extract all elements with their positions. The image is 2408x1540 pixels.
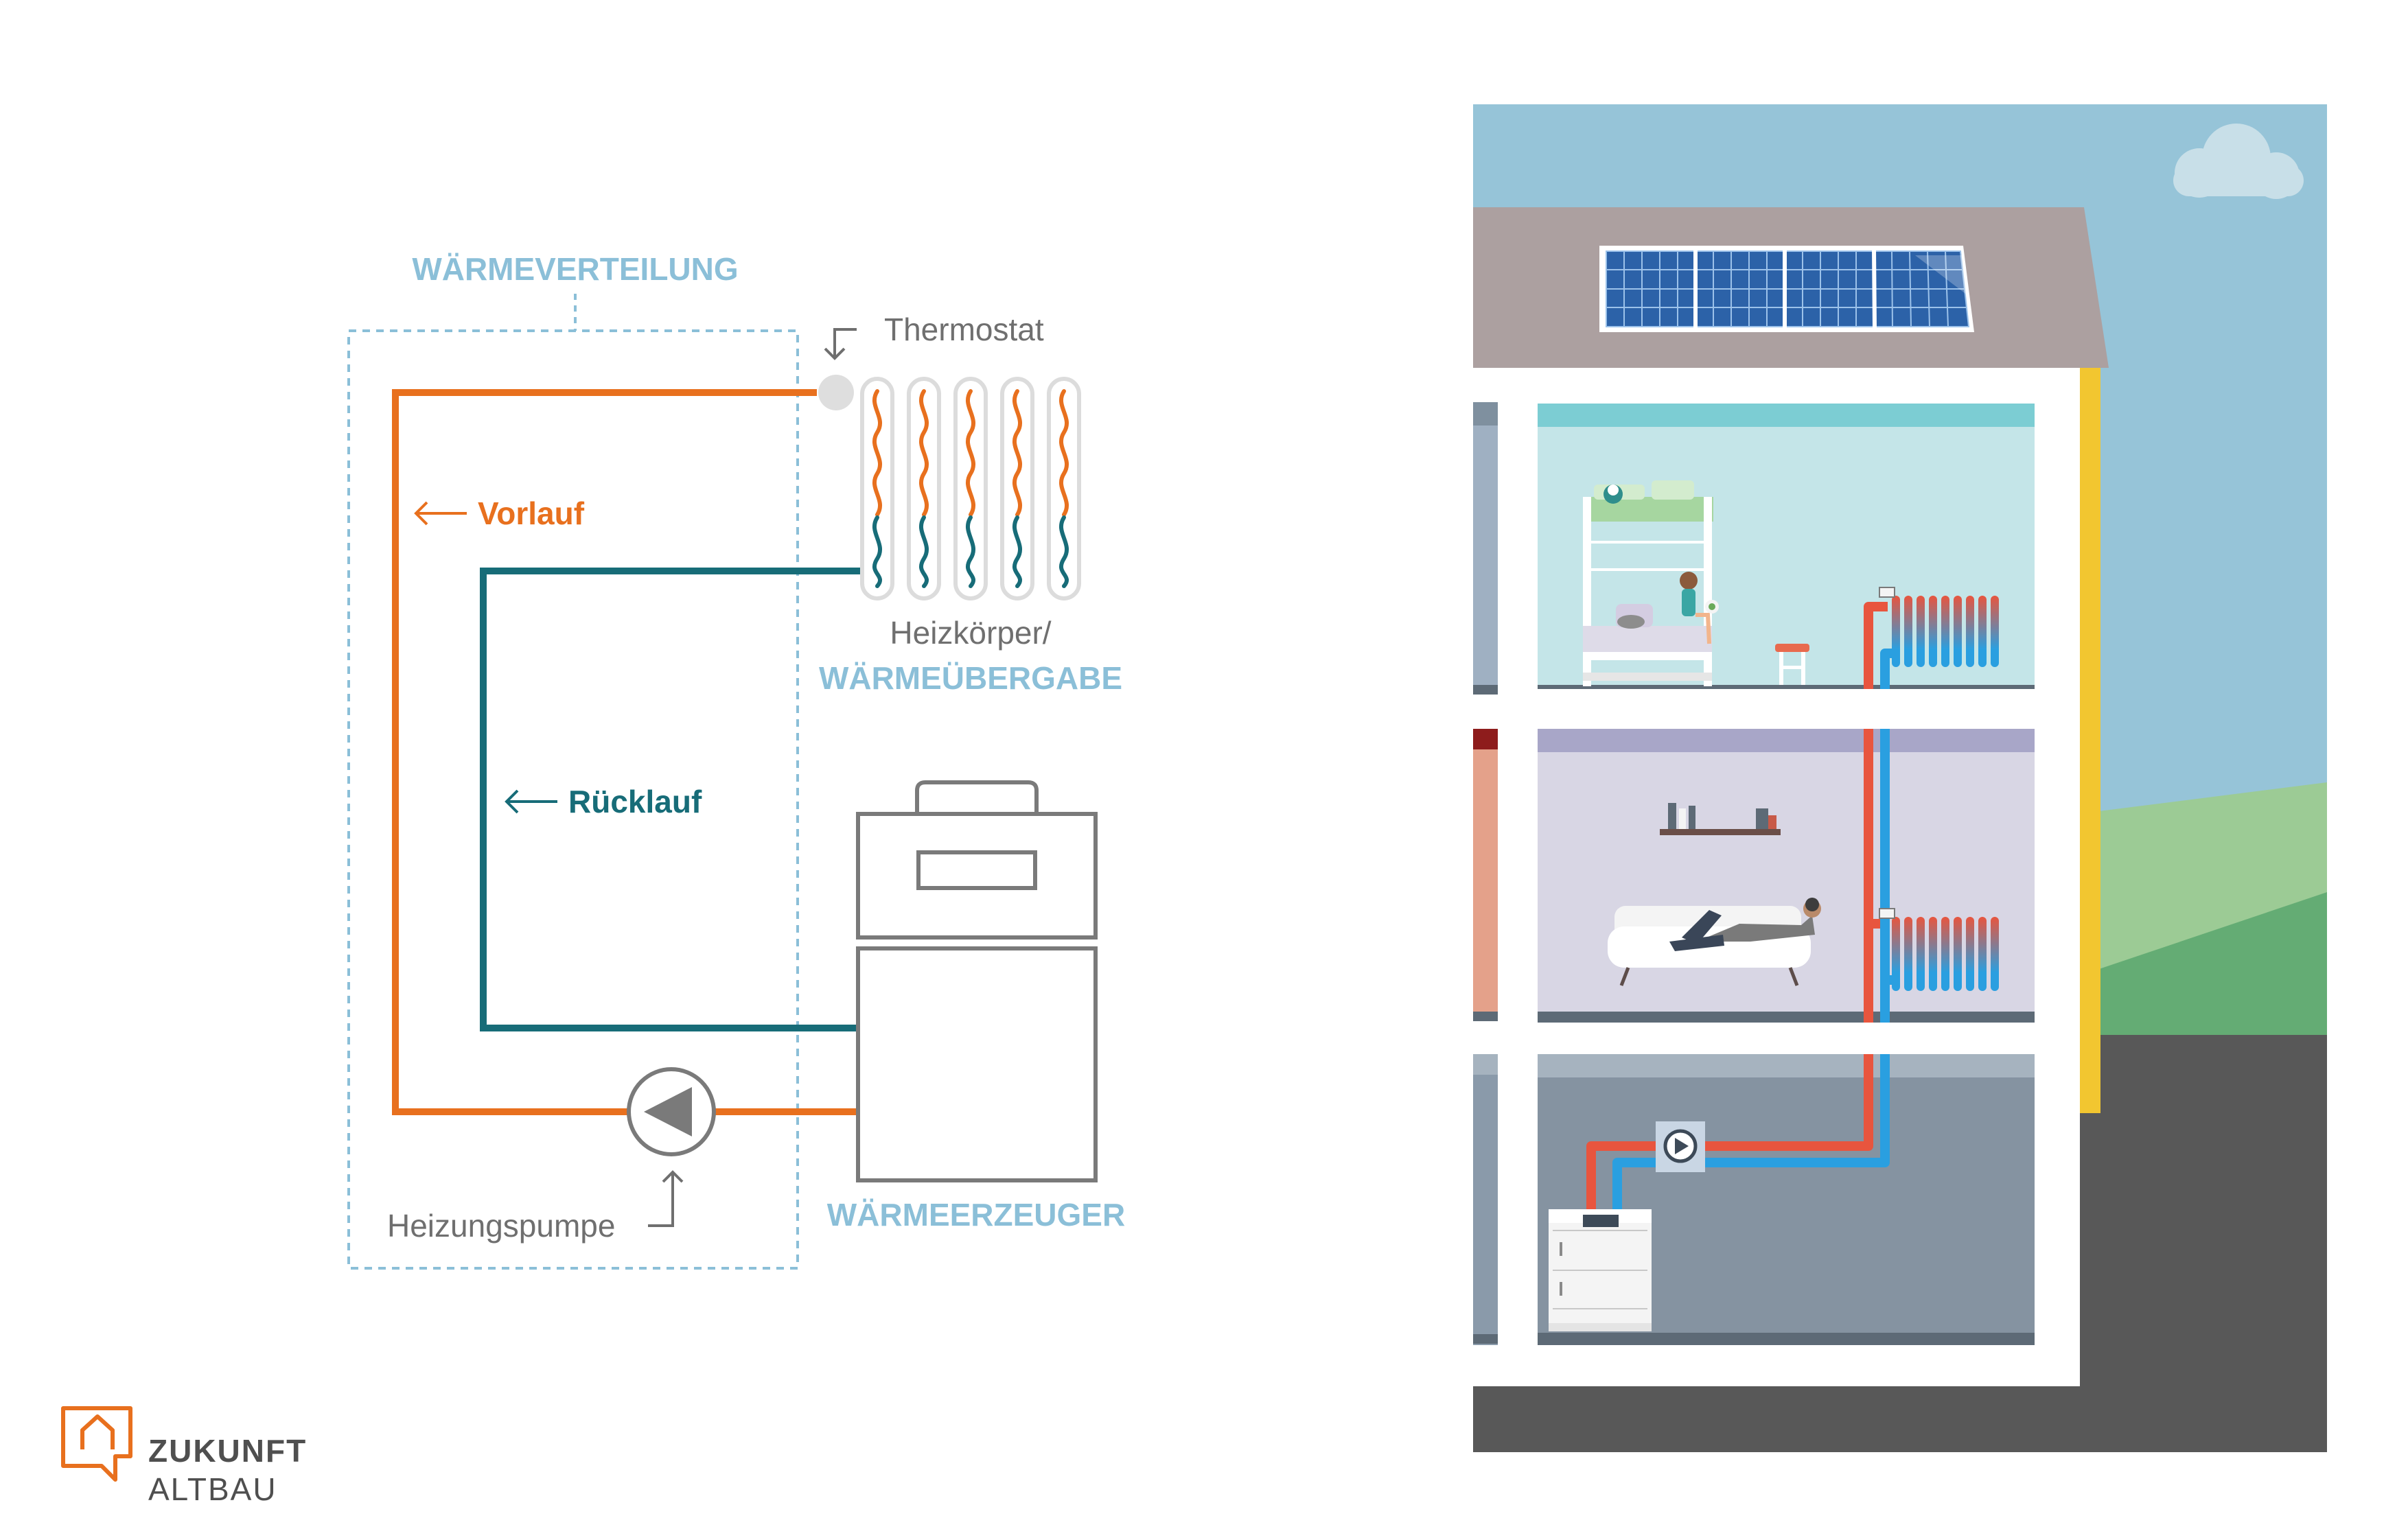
return-pipe <box>480 568 864 1031</box>
pump-icon <box>1656 1121 1705 1172</box>
pump-icon <box>627 1067 716 1156</box>
heat-transfer-label: WÄRMEÜBERGABE <box>819 660 1122 696</box>
neighbor-wall-top-band <box>1473 402 1498 425</box>
radiator-icon <box>1879 587 1999 667</box>
hot-pipe <box>1586 602 1888 1209</box>
flow-pipe <box>392 389 857 1115</box>
logo-line1: ZUKUNFT <box>148 1433 307 1469</box>
wall-shelf <box>1660 803 1781 835</box>
neighbor-wall-mid <box>1473 729 1498 1012</box>
neighbor-wall-mid-band <box>1473 729 1498 749</box>
heat-generator-label: WÄRMEERZEUGER <box>827 1197 1125 1233</box>
solar-panel-icon <box>1599 246 1974 332</box>
flow-label-group: Vorlauf <box>414 495 585 531</box>
neighbor-wall-top <box>1473 402 1498 685</box>
house-logo-icon <box>61 1406 132 1482</box>
cold-pipe <box>1612 649 1895 1209</box>
bunk-bed <box>1583 480 1713 686</box>
cloud-icon <box>2173 124 2304 199</box>
arrow-icon <box>648 1170 684 1227</box>
heating-pipes <box>1586 602 1895 1209</box>
pump-label: Heizungspumpe <box>387 1208 615 1244</box>
arrow-icon <box>414 501 467 526</box>
stool <box>1775 644 1809 685</box>
boiler-icon <box>1549 1209 1652 1331</box>
house-illustration <box>1473 104 2327 1452</box>
thermostat-icon <box>818 375 854 410</box>
person-girl <box>1680 572 1719 644</box>
distribution-label: WÄRMEVERTEILUNG <box>412 251 738 287</box>
radiator-cold-waves <box>872 515 1069 588</box>
radiator-label: Heizkörper/ <box>890 615 1051 651</box>
neighbor-wall-bottom-band <box>1473 1054 1498 1075</box>
logo: ZUKUNFT ALTBAU <box>61 1406 307 1507</box>
neighbor-wall-bottom <box>1473 1054 1498 1345</box>
person-reclining <box>1669 898 1821 951</box>
radiator-hot-waves <box>872 389 1069 517</box>
logo-line2: ALTBAU <box>148 1471 277 1507</box>
side-wall <box>2080 362 2100 1113</box>
radiator-icon <box>860 377 1081 600</box>
boiler-icon <box>856 780 1098 1182</box>
arrow-icon <box>824 328 857 360</box>
return-label: Rücklauf <box>568 784 702 819</box>
flow-label: Vorlauf <box>478 495 585 531</box>
return-label-group: Rücklauf <box>505 784 702 819</box>
arrow-icon <box>505 789 557 814</box>
ground-right <box>2092 1035 2327 1452</box>
heating-schematic: WÄRMEVERTEILUNG Vorlauf Rücklauf <box>347 251 1125 1270</box>
distribution-boundary <box>347 329 799 1270</box>
thermostat-label: Thermostat <box>884 312 1044 347</box>
radiator-icon <box>1879 908 1999 991</box>
